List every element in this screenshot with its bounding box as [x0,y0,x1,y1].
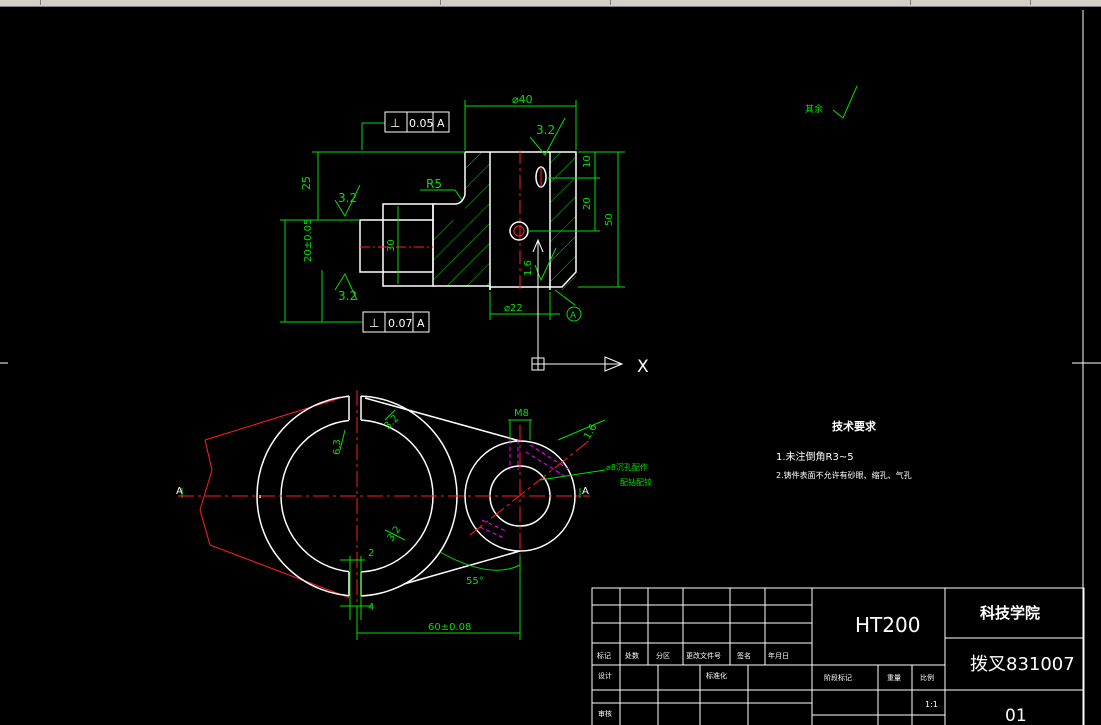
dimension-lines [181,409,606,640]
title-drawing-no: 拨叉831007 [970,654,1075,675]
row-standard: 标准化 [706,671,727,680]
pin-hole-outer [509,221,529,241]
roughness-symbols [334,85,858,301]
col-date: 年月日 [768,651,789,660]
dim-3-2-upper: 3.2 [382,413,401,432]
dim-4: 4 [368,602,374,613]
dim-10: 10 [582,155,593,168]
tol-top-symbol: ⊥ [390,116,400,130]
title-material: HT200 [855,613,920,637]
dim-55: 55° [466,576,484,587]
stage-mark: 阶段标记 [824,673,852,682]
tech-req-item-2: 2.铸件表面不允许有砂眼、缩孔、气孔 [776,470,912,480]
roughness-right: 1.6 [523,260,534,276]
tol-top-value: 0.05 [409,117,434,130]
roughness-top: 3.2 [536,123,555,137]
threaded-hole [479,440,571,539]
title-block [591,587,1085,725]
dim-20-tolerance: 20±0.05 [303,219,314,262]
top-toolbar-strip [0,0,1101,7]
dim-diameter-40: ⌀40 [512,93,533,106]
toolbar-segment[interactable] [40,0,441,5]
dim-30: 30 [386,239,397,252]
dim-6-3: 6.3 [332,439,343,455]
dim-m8: M8 [514,408,529,419]
row-design: 设计 [598,671,612,680]
front-view: ⌀40 25 20±0.05 30 10 20 50 R5 ⌀22 3.2 3.… [280,85,858,333]
datum-label: A [570,311,577,321]
tech-req-title: 技术要求 [832,419,877,433]
roughness-other-label: 其余 [805,103,823,115]
dim-60: 60±0.08 [428,622,471,633]
roughness-left-upper: 3.2 [338,191,357,205]
pin-hole-inner [513,225,525,237]
col-sign: 签名 [737,651,751,660]
small-boss [364,397,576,585]
title-school: 科技学院 [980,604,1040,622]
toolbar-segment[interactable] [910,0,1031,5]
tolerance-frames [362,111,450,333]
tol-bottom-symbol: ⊥ [369,316,379,330]
hole-note-1: ⌀8沉孔配作 [606,462,648,472]
toolbar-segment[interactable] [610,0,911,5]
dim-2: 2 [368,548,374,559]
datum-circle [566,306,582,322]
scale-label: 比例 [920,673,934,682]
ucs-icon [531,238,624,372]
tech-req-item-1: 1.未注倒角R3~5 [776,450,854,463]
tech-requirements: 技术要求 1.未注倒角R3~5 2.铸件表面不允许有砂眼、缩孔、气孔 [776,419,912,480]
ucs-x-label: X [637,357,649,377]
part-outline [359,151,577,290]
toolbar-segment[interactable] [440,0,611,5]
dim-r5: R5 [426,177,442,191]
col-zone: 分区 [656,651,670,660]
toolbar-segment[interactable] [0,0,41,5]
section-a-right: A [582,486,589,497]
hole-note-2: 配钻配铰 [620,477,652,487]
dimension-lines [280,100,625,323]
tol-bottom-datum: A [417,317,425,330]
section-hatch-right [550,152,576,290]
section-a-left: A [176,486,183,497]
tol-top-datum: A [437,117,445,130]
title-sheet-no: 01 [1005,706,1027,725]
section-hatch-left [433,220,490,286]
section-hatch-upper [465,152,490,222]
col-mark: 标记 [597,651,611,660]
dim-25: 25 [300,176,313,190]
drawing-frame [0,10,1101,725]
weight-label: 重量 [887,674,901,682]
col-count: 处数 [625,651,639,660]
split-gap-bottom [349,570,361,602]
tol-bottom-value: 0.07 [388,317,413,330]
dim-diameter-22: ⌀22 [504,303,523,314]
broken-section-outline [199,394,351,599]
col-change-doc: 更改文件号 [686,651,721,660]
split-gap-top [349,390,361,422]
dim-50: 50 [604,213,615,226]
top-view: M8 1.6 6.3 3.2 3.2 2 4 60±0.08 55° ⌀8沉孔配… [176,390,652,640]
title-scale: 1:1 [925,700,938,709]
dim-1-6: 1.6 [582,422,599,441]
dim-20: 20 [582,197,593,210]
row-check: 审核 [598,709,612,718]
cad-drawing-canvas[interactable]: ⌀40 25 20±0.05 30 10 20 50 R5 ⌀22 3.2 3.… [0,6,1101,725]
center-lines [178,390,591,605]
dim-3-2-lower: 3.2 [385,524,403,543]
roughness-left-lower: 3.2 [338,289,357,303]
